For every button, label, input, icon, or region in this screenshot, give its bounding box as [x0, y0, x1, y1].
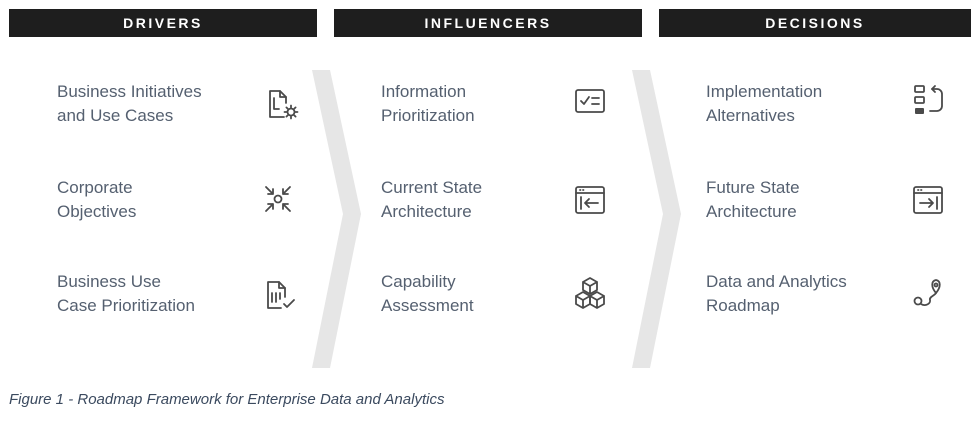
document-gear-icon	[264, 86, 300, 122]
cubes-icon	[572, 275, 608, 311]
item-line: Business Use	[57, 272, 161, 291]
item-line: Architecture	[706, 202, 797, 221]
item-future-state-architecture: Future State Architecture	[706, 176, 886, 224]
item-line: Data and Analytics	[706, 272, 847, 291]
item-information-prioritization: Information Prioritization	[381, 80, 561, 128]
item-line: Capability	[381, 272, 456, 291]
item-implementation-alternatives: Implementation Alternatives	[706, 80, 886, 128]
document-check-icon	[262, 277, 298, 313]
chevron-separator-1	[312, 70, 361, 368]
item-business-use-case-prioritization: Business Use Case Prioritization	[57, 270, 237, 318]
item-line: Prioritization	[381, 106, 475, 125]
item-line: Case Prioritization	[57, 296, 195, 315]
item-line: Roadmap	[706, 296, 780, 315]
item-line: and Use Cases	[57, 106, 174, 125]
item-line: Implementation	[706, 82, 823, 101]
item-line: Objectives	[57, 202, 137, 221]
chevron-separator-2	[632, 70, 681, 368]
item-line: Information	[381, 82, 467, 101]
figure-caption: Figure 1 - Roadmap Framework for Enterpr…	[9, 391, 445, 408]
item-corporate-objectives: Corporate Objectives	[57, 176, 237, 224]
decisions-header: DECISIONS	[659, 9, 971, 37]
alternatives-icon	[910, 82, 946, 118]
route-pin-icon	[910, 276, 946, 312]
drivers-header: DRIVERS	[9, 9, 317, 37]
item-capability-assessment: Capability Assessment	[381, 270, 561, 318]
item-line: Future State	[706, 178, 800, 197]
window-arrow-left-icon	[572, 182, 608, 218]
item-current-state-architecture: Current State Architecture	[381, 176, 561, 224]
window-arrow-right-icon	[910, 182, 946, 218]
item-line: Alternatives	[706, 106, 795, 125]
item-line: Current State	[381, 178, 483, 197]
checklist-icon	[572, 83, 608, 119]
item-business-initiatives: Business Initiatives and Use Cases	[57, 80, 237, 128]
converge-arrows-icon	[260, 181, 296, 217]
item-line: Assessment	[381, 296, 474, 315]
item-data-and-analytics-roadmap: Data and Analytics Roadmap	[706, 270, 886, 318]
item-line: Architecture	[381, 202, 472, 221]
influencers-header: INFLUENCERS	[334, 9, 642, 37]
item-line: Corporate	[57, 178, 133, 197]
item-line: Business Initiatives	[57, 82, 202, 101]
